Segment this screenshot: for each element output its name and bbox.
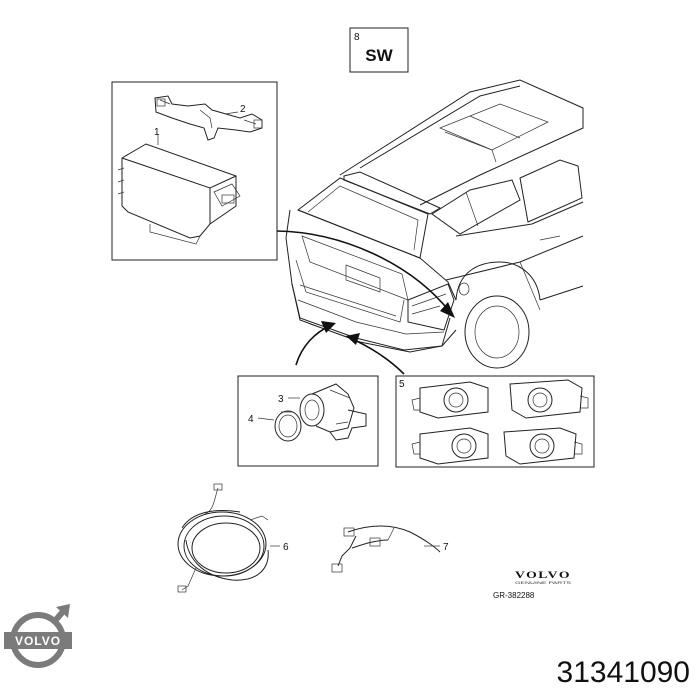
sensor-cable-part: 7 <box>331 525 449 573</box>
car-illustration <box>285 79 584 369</box>
callout-1: 1 <box>154 127 160 138</box>
holder-bottom-right <box>503 427 583 465</box>
callout-6: 6 <box>283 542 289 553</box>
sensor-ring-part <box>274 410 302 442</box>
brand-small: VOLVO <box>515 570 571 580</box>
volvo-logo-text: VOLVO <box>15 634 61 648</box>
wiring-harness-part: 6 <box>177 483 289 593</box>
callout-8: 8 <box>354 32 360 43</box>
sw-box: 8 SW <box>349 27 409 73</box>
holder-bottom-left <box>411 427 489 465</box>
sensor-holders-box: 5 <box>395 375 595 468</box>
part-number: 31341090 <box>557 656 690 689</box>
sw-label: SW <box>365 46 393 65</box>
control-module-box: 1 2 <box>111 81 278 261</box>
brand-small-sub: GENUINE PARTS <box>515 580 572 585</box>
holder-top-left <box>411 381 489 419</box>
parking-sensor-part <box>299 383 367 441</box>
brand-block: VOLVO GENUINE PARTS GR-382288 <box>493 570 572 600</box>
volvo-logo: VOLVO <box>4 604 72 668</box>
sensor-box: 3 4 <box>237 375 379 467</box>
holder-top-right <box>509 379 589 419</box>
bracket-part <box>154 95 263 141</box>
callout-4: 4 <box>248 414 254 425</box>
drawing-ref: GR-382288 <box>493 591 535 600</box>
control-module-part <box>117 143 241 245</box>
callout-7: 7 <box>443 542 449 553</box>
callout-3: 3 <box>278 394 284 405</box>
pointer-arrows <box>276 230 455 375</box>
callout-2: 2 <box>240 104 246 115</box>
callout-5: 5 <box>399 379 405 390</box>
